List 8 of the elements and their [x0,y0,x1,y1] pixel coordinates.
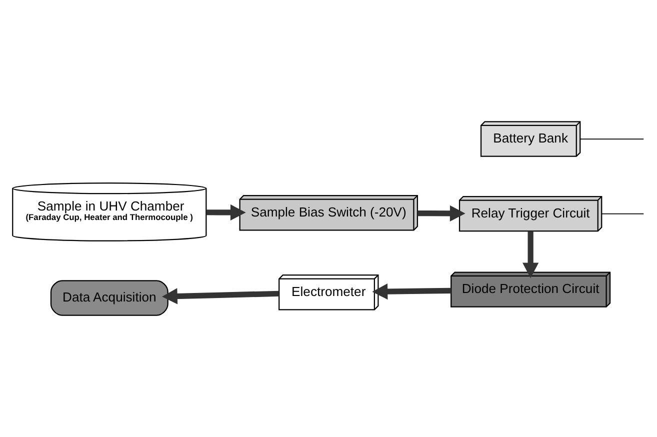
connector [601,213,644,214]
arrow [418,205,466,222]
arrow [162,288,280,304]
arrow [206,204,246,221]
node-box: Data Acquisition [50,280,168,316]
arrow [522,231,539,278]
arrow [372,283,452,300]
connector [580,138,644,140]
